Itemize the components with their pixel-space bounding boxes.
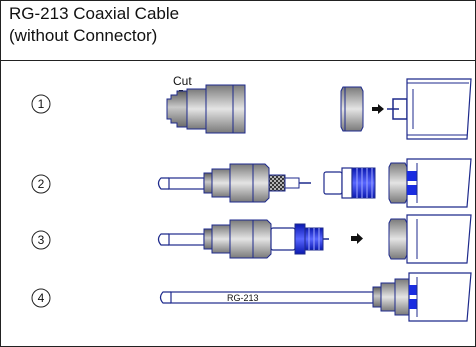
step-1-arrow-icon [372,104,384,114]
step-1-number: 1 [38,97,45,111]
step-1-sleeve [166,84,246,134]
step-4-cable: RG-213 [159,291,374,304]
diagram-subtitle: (without Connector) [9,26,158,45]
cut-label: Cut [173,74,192,88]
step-1-marker: 1 [31,94,51,114]
step-2-socket [388,158,472,208]
step-4-illustration: RG-213 [159,272,472,322]
step-2-marker: 2 [31,174,51,194]
step-3-arrow-icon [351,233,363,244]
step-3-marker: 3 [31,230,51,250]
title-divider [1,60,475,61]
step-1-ring [340,86,364,132]
step-2-illustration [157,158,472,208]
step-1-illustration: Cut [166,74,472,140]
diagram-title: RG-213 Coaxial Cable [9,4,180,23]
step-4-assembly [372,272,472,322]
step-4-number: 4 [38,291,45,305]
step-3-connector-body [270,223,329,255]
step-3-cable [157,233,205,246]
braid-shield [268,174,286,192]
step-1-connector [387,78,472,140]
center-conductor [284,177,311,189]
step-2-sleeve [203,163,270,203]
step-2-cable [157,177,205,190]
step-3-illustration [157,214,472,264]
step-4-marker: 4 [31,288,51,308]
cable-type-label: RG-213 [227,293,259,303]
step-3-sleeve [203,219,272,259]
step-2-number: 2 [38,177,45,191]
step-2-connector-body [323,167,376,199]
step-3-socket [388,214,472,264]
step-3-number: 3 [38,233,45,247]
